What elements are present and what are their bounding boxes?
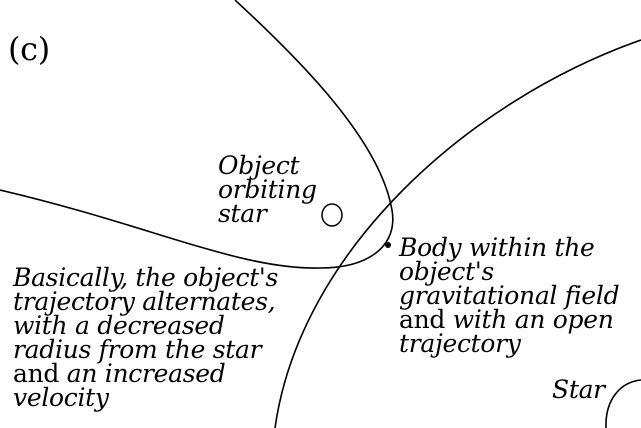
- star-label: Star: [552, 375, 605, 404]
- panel-label: (c): [8, 30, 50, 68]
- orbiting-object-circle: [321, 203, 343, 227]
- body-label: Body within the object's gravitational f…: [399, 233, 620, 358]
- body-dot: [385, 242, 391, 248]
- object-orbiting-star-label: Object orbiting star: [218, 151, 317, 228]
- large-orbit-arc: [274, 39, 641, 428]
- star-circle-arc: [605, 379, 641, 428]
- open-trajectory-curve: [0, 0, 394, 269]
- basically-label: Basically, the object's trajectory alter…: [13, 263, 279, 412]
